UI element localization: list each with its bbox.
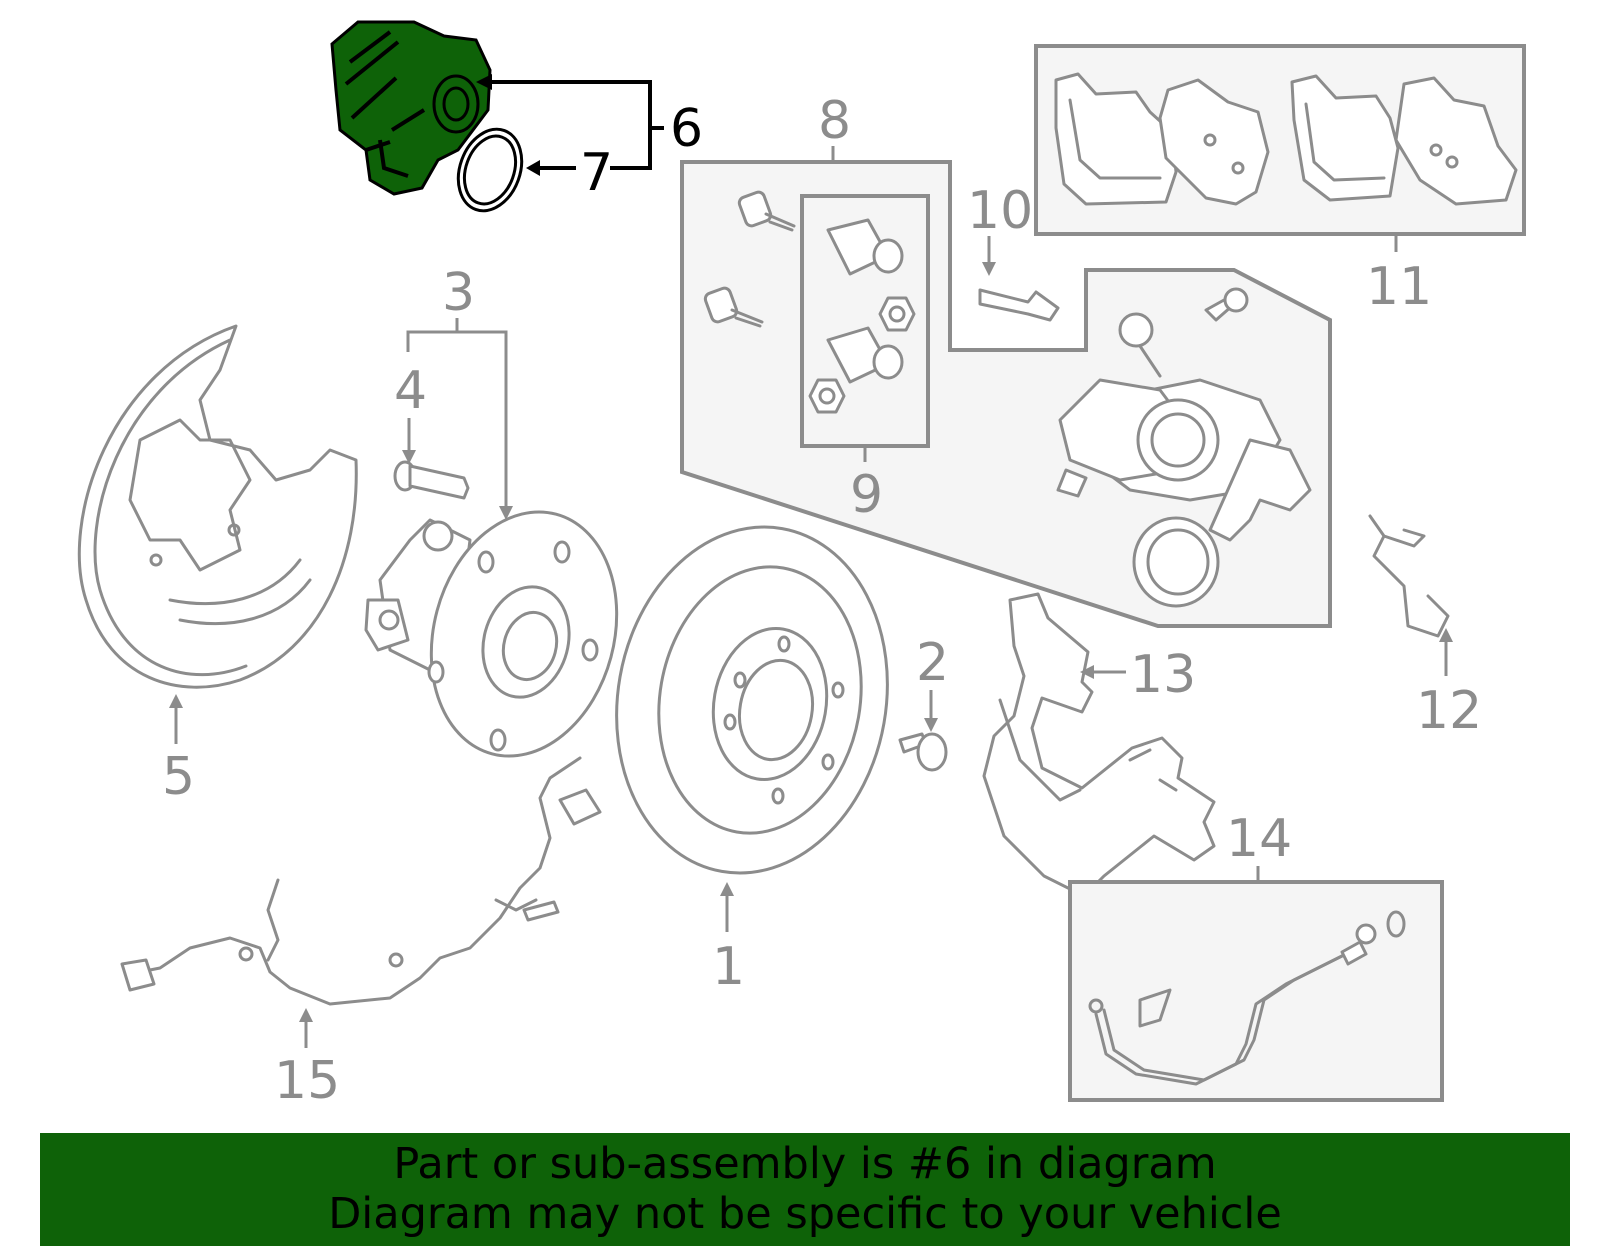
brake-pad-4	[1394, 76, 1518, 206]
callout-15: 15	[274, 1051, 340, 1111]
callout-5: 5	[162, 747, 195, 807]
banner-line-1: Part or sub-assembly is #6 in diagram	[393, 1139, 1217, 1189]
callout-6[interactable]: 6	[670, 99, 703, 159]
caliper-assembly-group: 8 9 10	[680, 91, 1332, 628]
banner-line-2: Diagram may not be specific to your vehi…	[328, 1189, 1282, 1239]
wheel-stud	[393, 460, 470, 500]
abs-sensor	[120, 756, 602, 1006]
callout-4: 4	[394, 361, 427, 421]
hose-clip	[1368, 514, 1450, 638]
callout-2: 2	[916, 633, 949, 693]
caliper-bracket	[982, 592, 1216, 898]
callout-13: 13	[1130, 645, 1196, 705]
nut-upper	[878, 296, 916, 332]
caliper-motor[interactable]	[330, 20, 492, 196]
callout-3: 3	[442, 263, 475, 323]
brake-pad-3	[1290, 74, 1400, 202]
brake-rotor	[615, 525, 889, 875]
rotor-screw	[898, 732, 948, 772]
callout-12: 12	[1416, 681, 1482, 741]
callout-10: 10	[967, 181, 1033, 241]
info-banner: Part or sub-assembly is #6 in diagram Di…	[40, 1133, 1570, 1246]
brake-hose	[1088, 910, 1406, 1086]
hub-and-bearing-assembly	[364, 510, 619, 758]
callout-7: 7	[580, 143, 613, 203]
piston-seal	[1132, 516, 1220, 608]
callout-1: 1	[712, 937, 745, 997]
guide-pin	[978, 288, 1060, 322]
callout-14: 14	[1226, 809, 1292, 869]
caliper-bolt-upper	[737, 190, 796, 232]
callout-8: 8	[818, 91, 851, 151]
guide-sleeve-upper	[826, 218, 904, 276]
guide-sleeve-lower	[826, 326, 904, 384]
callout-11: 11	[1366, 257, 1432, 317]
backing-plate	[77, 324, 358, 689]
caliper-bolt-lower	[703, 286, 764, 328]
brake-pads-group: 11	[1034, 44, 1526, 317]
hub-callout-bracket	[406, 318, 513, 520]
caliper-body	[1056, 287, 1312, 542]
o-ring	[456, 127, 524, 213]
callout-6-7-leaders	[476, 74, 664, 176]
nut-lower	[808, 378, 846, 414]
callout-9: 9	[850, 465, 883, 525]
